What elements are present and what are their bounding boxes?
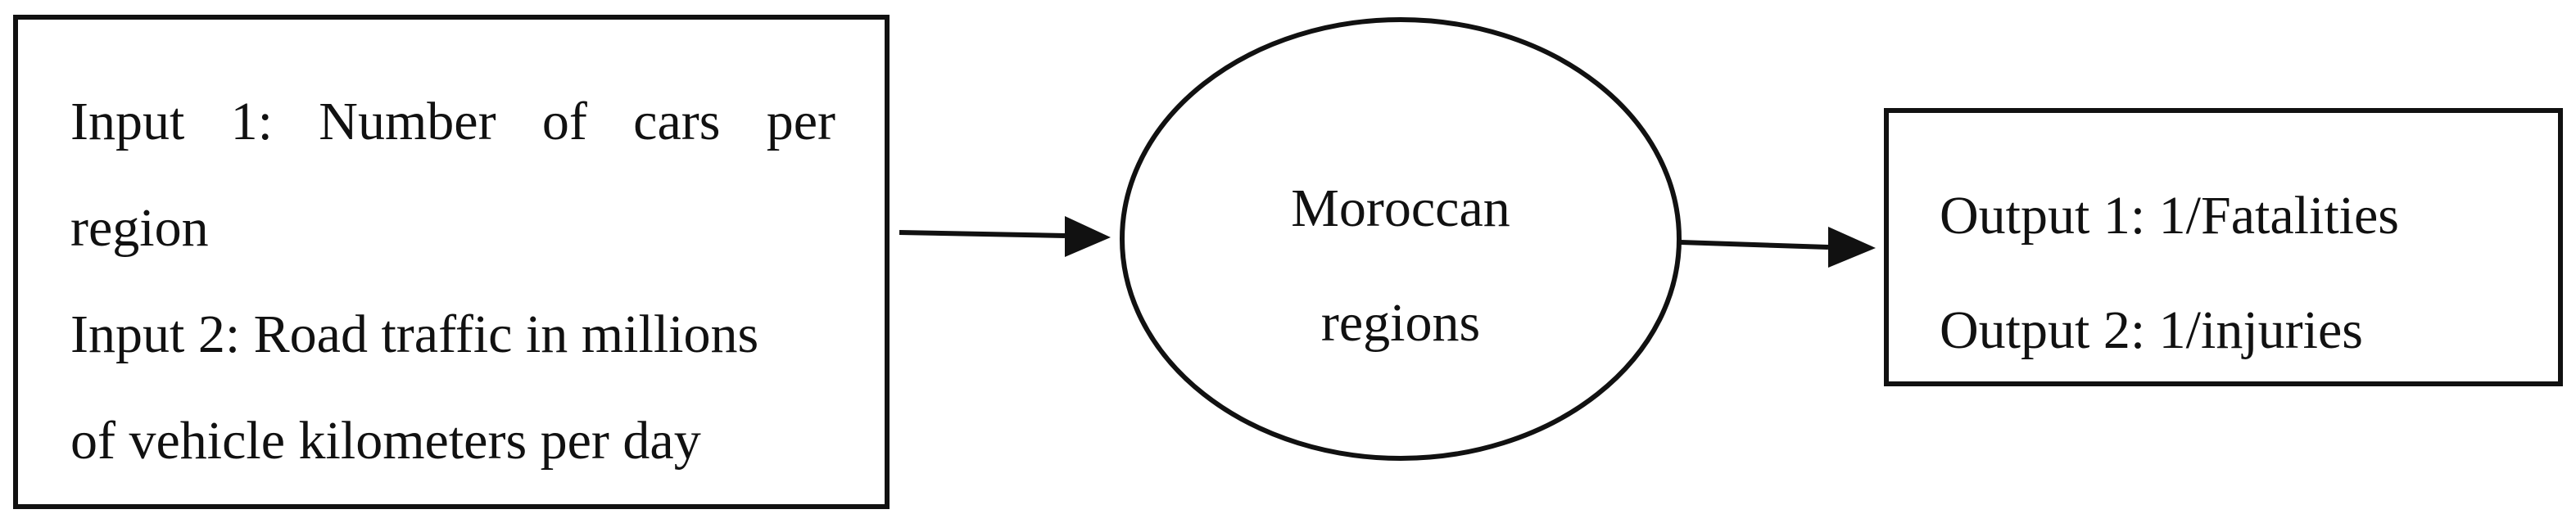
- process-label: Moroccan regions: [1122, 151, 1679, 381]
- output-line-1: Output 1: 1/Fatalities: [1940, 186, 2399, 246]
- input-line-2: region: [70, 198, 209, 258]
- process-ellipse: [1120, 17, 1682, 461]
- arrow-right-icon: [1828, 227, 1876, 268]
- output-box: Output 1: 1/Fatalities Output 2: 1/injur…: [1884, 108, 2563, 386]
- arrow-input-to-process: [899, 216, 1111, 257]
- input-line-3: Input 2: Road traffic in millions: [70, 304, 759, 364]
- process-label-line-2: regions: [1320, 293, 1481, 353]
- output-line-2: Output 2: 1/injuries: [1940, 300, 2363, 360]
- input-line-1: Input 1: Number of cars per: [70, 92, 835, 151]
- arrow-right-icon: [1065, 216, 1111, 257]
- process-label-line-1: Moroccan: [1291, 178, 1510, 238]
- arrow-process-to-output: [1680, 227, 1876, 268]
- input-line-4: of vehicle kilometers per day: [70, 411, 701, 471]
- input-box: Input 1: Number of cars per region Input…: [13, 15, 890, 509]
